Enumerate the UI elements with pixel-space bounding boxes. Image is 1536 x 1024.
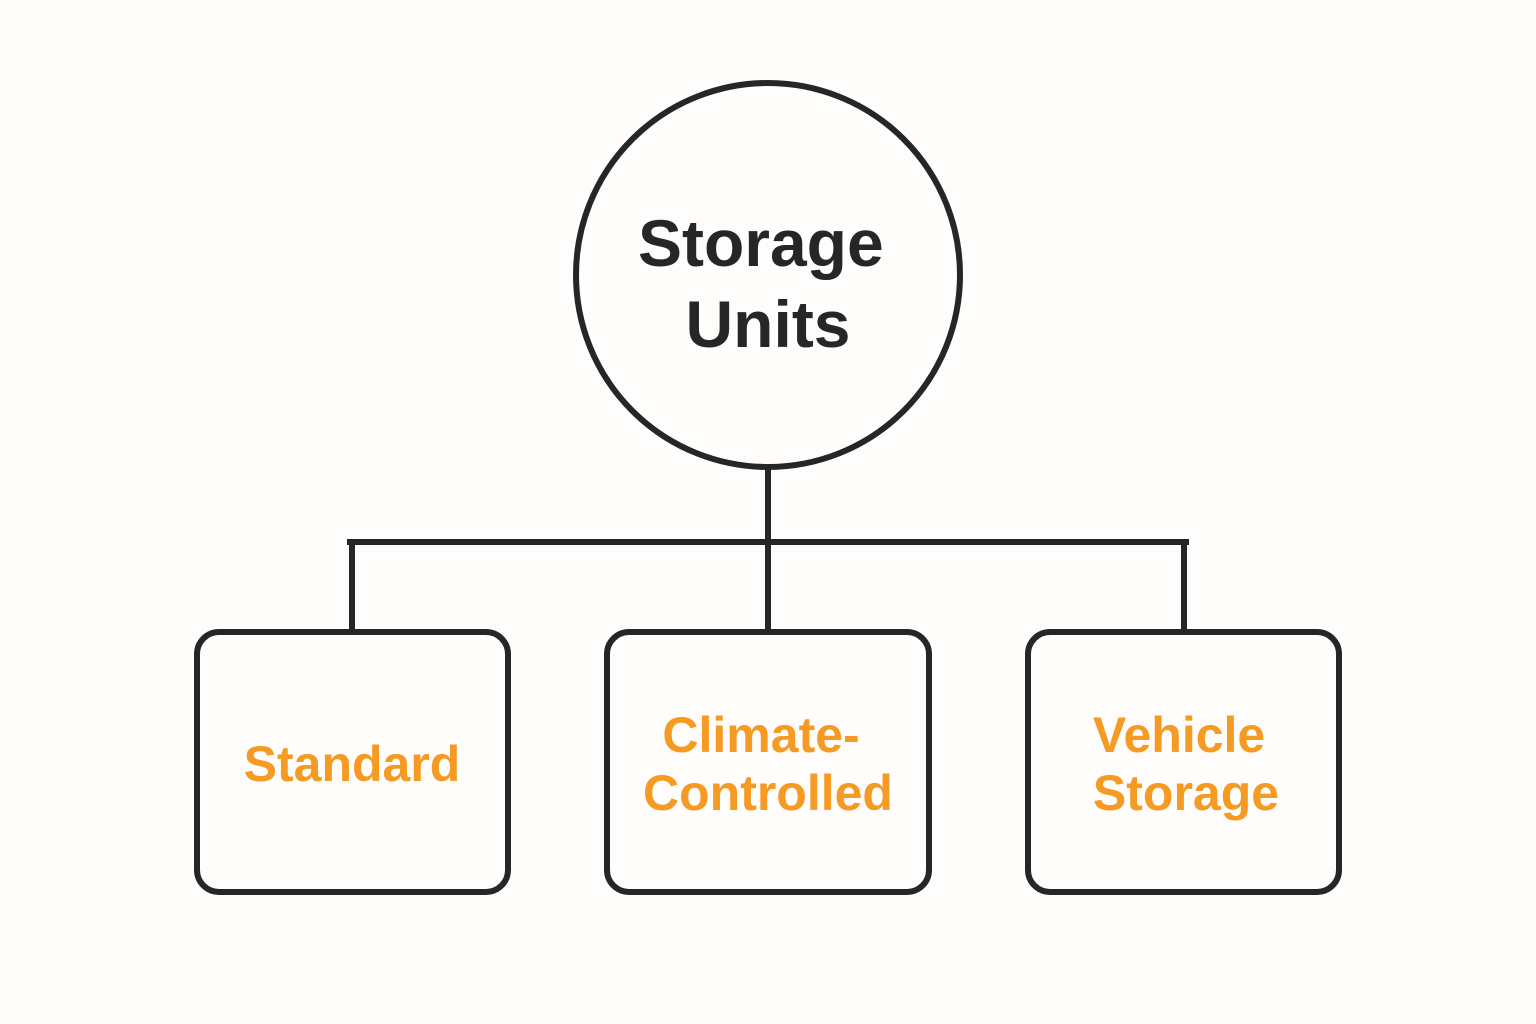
child-label-vehicle-storage: Vehicle Storage — [1093, 707, 1279, 821]
root-node: Storage Units — [573, 80, 963, 470]
child-node-vehicle-storage: Vehicle Storage — [1025, 629, 1342, 895]
child-label-climate-controlled-line-2: Controlled — [643, 765, 893, 821]
child-label-climate-controlled: Climate- Controlled — [643, 707, 893, 821]
root-label-line-1: Storage — [638, 206, 884, 280]
child-label-climate-controlled-line-1: Climate- — [662, 707, 859, 763]
root-label-line-2: Units — [686, 287, 851, 361]
child-node-climate-controlled: Climate- Controlled — [604, 629, 932, 895]
child-box-vehicle-storage — [1025, 629, 1342, 895]
child-label-vehicle-storage-line-1: Vehicle — [1093, 707, 1265, 763]
child-node-standard: Standard — [194, 629, 511, 895]
root-label: Storage Units — [638, 206, 902, 361]
child-box-standard — [194, 629, 511, 895]
child-label-standard: Standard — [244, 736, 461, 792]
child-box-climate-controlled — [604, 629, 932, 895]
child-label-standard-line-1: Standard — [244, 736, 461, 792]
root-circle — [573, 80, 963, 470]
child-label-vehicle-storage-line-2: Storage — [1093, 765, 1279, 821]
